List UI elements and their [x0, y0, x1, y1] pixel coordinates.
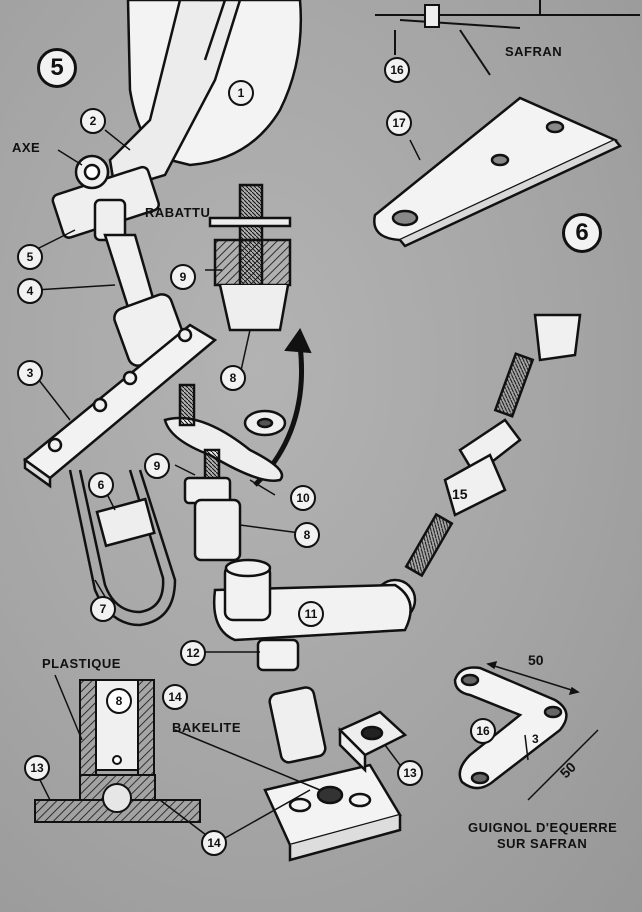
turnbuckle-rod: [373, 313, 582, 622]
part-number-13-block: 13: [397, 760, 423, 786]
base-bearing-block: [263, 763, 402, 862]
part-number-7: 7: [90, 596, 116, 622]
part-number-6: 6: [88, 472, 114, 498]
part-number-5: 5: [17, 244, 43, 270]
part-number-14-block: 14: [201, 830, 227, 856]
caption-line-1: GUIGNOL D'EQUERRE: [468, 820, 618, 835]
part-number-8-section: 8: [106, 688, 132, 714]
mounting-plate: [22, 323, 218, 489]
label-bakelite: BAKELITE: [172, 720, 241, 735]
part-number-2: 2: [80, 108, 106, 134]
figure-number-5: 5: [37, 48, 77, 88]
dimension-thickness: 3: [532, 732, 539, 746]
part-number-3: 3: [17, 360, 43, 386]
part-number-4: 4: [17, 278, 43, 304]
axle-fork-assembly: [51, 154, 160, 242]
part-number-8-top: 8: [220, 365, 246, 391]
figure-number-6: 6: [562, 213, 602, 253]
label-axe: AXE: [12, 140, 41, 155]
part-number-11: 11: [298, 601, 324, 627]
rudder-tip-detail: [375, 0, 640, 76]
label-safran: SAFRAN: [505, 44, 563, 59]
part-number-9-top: 9: [170, 264, 196, 290]
label-rabattu: RABATTU: [145, 205, 211, 220]
label-plastique: PLASTIQUE: [42, 656, 121, 671]
part-number-10: 10: [290, 485, 316, 511]
dimension-top: 50: [528, 652, 544, 668]
part-number-13-section: 13: [24, 755, 50, 781]
washer: [243, 409, 287, 437]
part-number-8-middle: 8: [294, 522, 320, 548]
part-number-17: 17: [386, 110, 412, 136]
part-number-1: 1: [228, 80, 254, 106]
threaded-rod-cutaway: [208, 183, 292, 332]
part-number-16-top: 16: [384, 57, 410, 83]
pivot-pin: [268, 686, 327, 764]
dimension-lines: [486, 660, 599, 801]
part-number-16-bellcrank: 16: [470, 718, 496, 744]
part-number-9-middle: 9: [144, 453, 170, 479]
part-number-14-section: 14: [162, 684, 188, 710]
caption-line-2: SUR SAFRAN: [497, 836, 588, 851]
bellcrank-plate: [453, 666, 568, 790]
part-number-15: 15: [452, 486, 468, 502]
triangular-plate: [373, 96, 623, 248]
part-number-12: 12: [180, 640, 206, 666]
strap-assembly: [68, 469, 177, 627]
sleeve-nut: [183, 448, 242, 562]
square-nut: [337, 710, 408, 774]
lever-bolt: [163, 383, 284, 482]
